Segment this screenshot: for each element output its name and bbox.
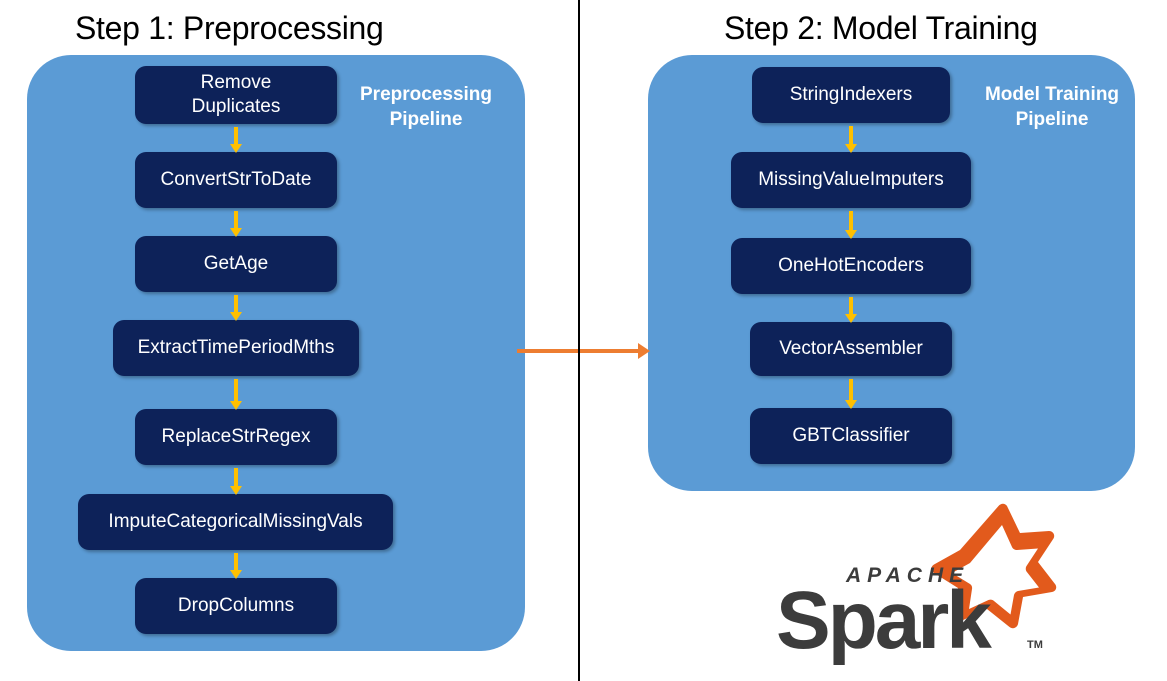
stage-box-extracttimeperiodmths[interactable]: ExtractTimePeriodMths — [113, 320, 359, 376]
spark-wordmark-text: Spark — [776, 575, 995, 666]
spark-star-icon — [931, 503, 1057, 629]
flow-arrow-down-icon — [845, 379, 857, 409]
apache-spark-logo: APACHE Spark TM — [762, 500, 1062, 672]
spark-trademark-text: TM — [1027, 639, 1043, 651]
stage-box-onehotencoders[interactable]: OneHotEncoders — [731, 238, 971, 294]
stage-box-missingvalueimputers[interactable]: MissingValueImputers — [731, 152, 971, 208]
stage-box-imputecategoricalmissingvals[interactable]: ImputeCategoricalMissingVals — [78, 494, 393, 550]
flow-arrow-down-icon — [845, 126, 857, 153]
spark-apache-text: APACHE — [845, 564, 969, 587]
flow-arrow-down-icon — [230, 379, 242, 410]
flow-arrow-down-icon — [230, 211, 242, 237]
stage-box-vectorassembler[interactable]: VectorAssembler — [750, 322, 952, 376]
flow-arrow-down-icon — [845, 211, 857, 239]
svg-text:Spark: Spark — [776, 575, 992, 666]
panel-divider — [578, 0, 580, 681]
stage-box-dropcolumns[interactable]: DropColumns — [135, 578, 337, 634]
stage-box-convertstrtodate[interactable]: ConvertStrToDate — [135, 152, 337, 208]
svg-text:APACHE: APACHE — [845, 564, 969, 587]
model-training-pipeline-caption: Model Training Pipeline — [984, 84, 1120, 130]
step-2-title: Step 2: Model Training — [724, 10, 1038, 46]
flow-arrow-down-icon — [230, 127, 242, 153]
flow-arrow-down-icon — [845, 297, 857, 323]
step-1-title: Step 1: Preprocessing — [75, 10, 384, 46]
stage-box-remove-duplicates[interactable]: Remove Duplicates — [135, 66, 337, 124]
stage-box-gbtclassifier[interactable]: GBTClassifier — [750, 408, 952, 464]
stage-box-getage[interactable]: GetAge — [135, 236, 337, 292]
stage-box-replacestrregex[interactable]: ReplaceStrRegex — [135, 409, 337, 465]
stage-box-stringindexers[interactable]: StringIndexers — [752, 67, 950, 123]
flow-arrow-down-icon — [230, 295, 242, 321]
preprocessing-pipeline-caption: Preprocessing Pipeline — [360, 84, 492, 130]
flow-arrow-down-icon — [230, 553, 242, 579]
flow-arrow-down-icon — [230, 468, 242, 495]
